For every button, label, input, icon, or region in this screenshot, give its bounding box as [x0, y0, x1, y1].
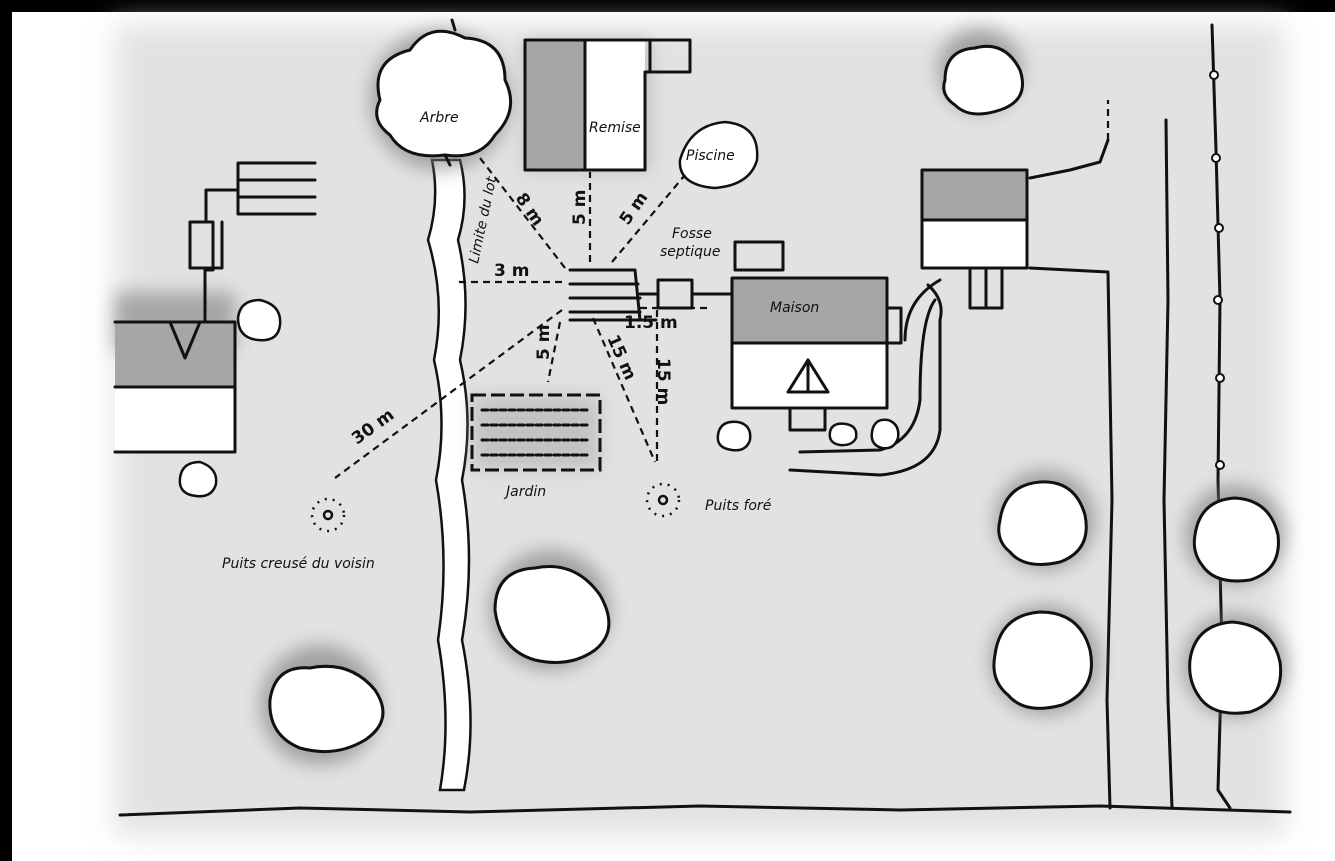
hedge-knots — [1209, 70, 1225, 470]
distance-shed: 5 m — [570, 190, 590, 225]
tree-right-2 — [990, 605, 1100, 715]
distance-drilled-well-vertical: 15 m — [653, 358, 673, 405]
fence-line-right — [1162, 118, 1174, 810]
trees — [178, 18, 1287, 765]
tree-far-right-1 — [1185, 485, 1285, 585]
tree-label: Arbre — [419, 110, 459, 126]
neighbor-well-label: Puits creusé du voisin — [222, 556, 375, 572]
house — [730, 240, 943, 477]
tree-far-right-2 — [1183, 613, 1287, 717]
tree-right-1 — [995, 470, 1095, 570]
drilled-well-icon — [645, 482, 681, 518]
shrub-neighbor — [178, 298, 282, 498]
house-label: Maison — [770, 300, 819, 316]
shed — [523, 38, 692, 172]
distance-house: 1.5 m — [624, 313, 678, 333]
garden — [470, 393, 602, 472]
pool-label: Piscine — [686, 148, 735, 164]
drilled-well-label: Puits foré — [705, 498, 772, 514]
tree-top-right — [938, 28, 1024, 116]
property-line-bottom — [118, 804, 1292, 817]
shed-label: Remise — [589, 120, 641, 136]
property-line-right-house — [1028, 266, 1114, 810]
wells — [310, 482, 681, 533]
neighbor-well-icon — [310, 497, 346, 533]
house-shrubs — [716, 418, 900, 452]
property-line-drive — [1028, 138, 1110, 180]
distance-lines — [334, 157, 710, 479]
garage — [920, 168, 1029, 310]
tree-main — [370, 18, 513, 170]
neighbor-house — [113, 292, 237, 454]
distance-lot-line: 3 m — [494, 261, 529, 281]
lot-limit-hedge — [426, 158, 472, 792]
septic-label-line1: Fosse — [672, 226, 712, 242]
septic-label-line2: septique — [660, 244, 721, 260]
tree-bottom-left — [260, 645, 385, 765]
distance-garden: 5 m — [534, 325, 554, 360]
tree-bottom-center — [490, 550, 611, 670]
hedge-line-right — [1210, 23, 1232, 810]
septic-system — [568, 268, 734, 322]
garden-label: Jardin — [503, 484, 546, 500]
pool — [678, 120, 759, 190]
neighbor-septic-field — [188, 161, 317, 324]
